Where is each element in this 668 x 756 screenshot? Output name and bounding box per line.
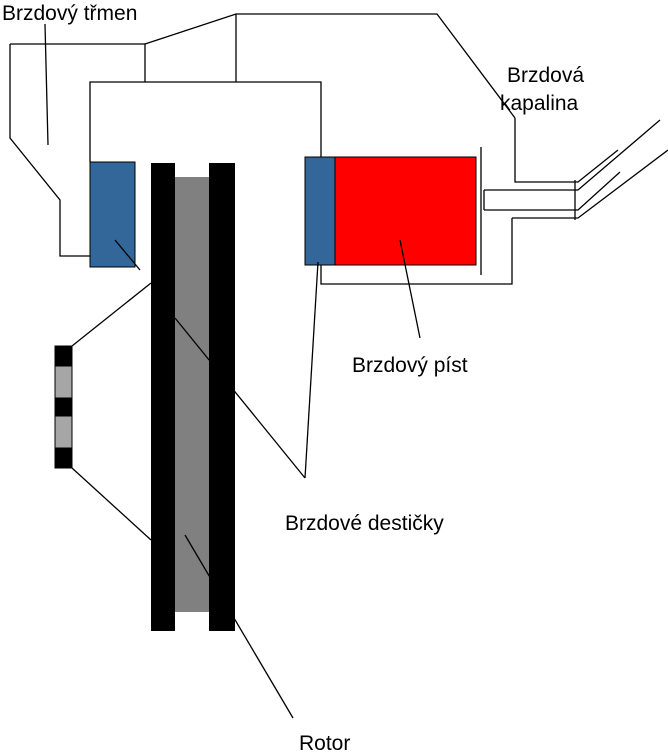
caliper-body	[9, 13, 516, 285]
label-rotor: Rotor	[299, 732, 350, 755]
label-brake-pads: Brzdové destičky	[285, 512, 444, 535]
label-brake-fluid-line1: Brzdová	[507, 64, 584, 87]
brake-piston	[334, 156, 477, 266]
brake-pad-left	[89, 161, 136, 268]
brake-pad-right	[304, 156, 336, 266]
leader-lines	[44, 23, 421, 719]
rotor-side-detail	[54, 282, 152, 541]
rotor-outer-left	[151, 163, 175, 631]
label-brake-fluid-line2: kapalina	[500, 92, 579, 115]
rotor-core	[173, 177, 213, 612]
rotor-outer-right	[209, 163, 235, 631]
brake-fluid-line	[480, 118, 668, 275]
label-brake-piston: Brzdový píst	[352, 354, 468, 377]
label-brake-caliper: Brzdový třmen	[2, 2, 137, 25]
rotor-disc	[151, 163, 235, 631]
